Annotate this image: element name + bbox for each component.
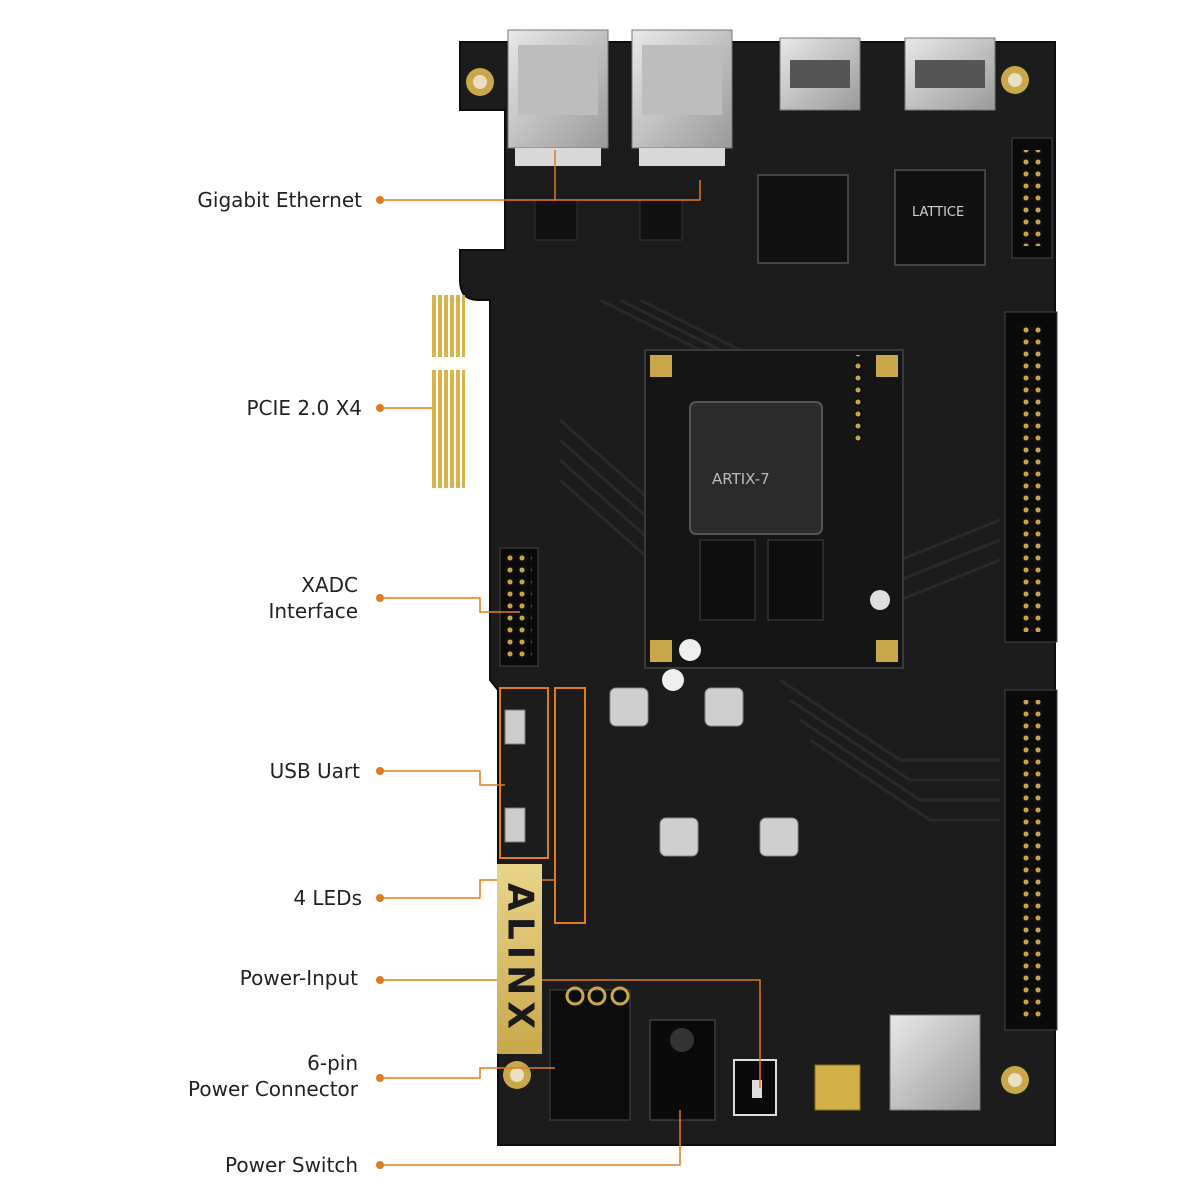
mini-usb-port: [814, 1064, 861, 1111]
callout-power-switch: Power Switch: [225, 1153, 358, 1177]
callout-power-input: Power-Input: [239, 966, 358, 990]
ddr-chip-1: [699, 539, 756, 621]
phy-chip-1: [534, 199, 578, 241]
lattice-label: LATTICE: [912, 205, 965, 220]
fpga-label: ARTIX-7: [712, 470, 770, 488]
mounting-holes: [466, 66, 1029, 1094]
key2-button: [504, 807, 526, 843]
inductors: [609, 687, 799, 857]
led-area-outline: [554, 687, 586, 924]
alinx-logo: ALINX: [497, 864, 542, 1054]
callout-dots: [376, 196, 384, 1169]
lattice-chip: [894, 169, 986, 266]
callout-gigabit-ethernet: Gigabit Ethernet: [197, 188, 362, 212]
callout-usb-uart: USB Uart: [269, 759, 360, 783]
pcb-traces: [559, 298, 1001, 822]
ethernet-ports: [507, 29, 733, 166]
key1-button: [504, 709, 526, 745]
phy-chip-2: [639, 199, 683, 241]
ddr-chip-2: [767, 539, 824, 621]
power-switch-part: [733, 1059, 777, 1116]
key-area-outline: [499, 687, 549, 859]
callout-pcie: PCIE 2.0 X4: [246, 396, 362, 420]
sd-card-slot: [889, 1014, 981, 1111]
pcie-fingers-b: [430, 370, 465, 488]
callout-leds: 4 LEDs: [293, 886, 362, 910]
fpga-chip: [689, 401, 823, 535]
pcie-fingers-a: [430, 295, 465, 357]
six-pin-power-connector: [549, 989, 631, 1121]
hdmi-chip: [757, 174, 849, 264]
hdmi-ports: [779, 37, 996, 111]
